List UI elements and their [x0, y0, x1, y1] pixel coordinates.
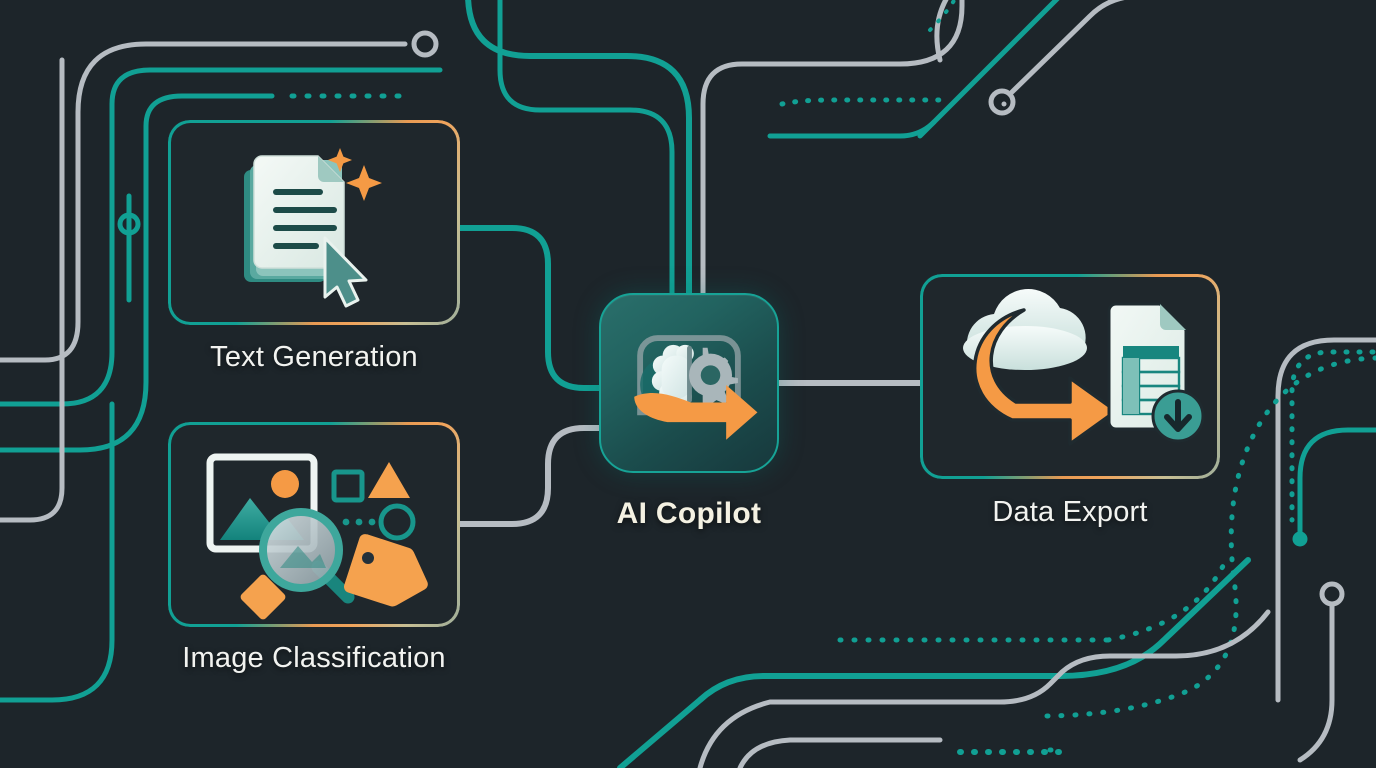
node-card-image-classification[interactable] — [168, 422, 460, 627]
card-artwork — [168, 120, 460, 325]
hub-artwork — [634, 335, 758, 440]
node-label-ai-copilot: AI Copilot — [616, 497, 762, 530]
node-label-image-classification: Image Classification — [182, 642, 446, 674]
connector-image-classification — [457, 425, 602, 527]
brain-gear-arrow-icon — [634, 335, 758, 440]
image-magnifier-shapes-icon — [206, 453, 428, 620]
node-card-data-export[interactable] — [920, 274, 1220, 479]
node-card-text-generation[interactable] — [168, 120, 460, 325]
document-sparkle-cursor-icon — [244, 148, 382, 308]
card-artwork — [168, 422, 460, 627]
connector-text-generation — [457, 225, 602, 391]
node-label-text-generation: Text Generation — [210, 341, 418, 373]
node-label-data-export: Data Export — [992, 496, 1148, 528]
card-artwork — [920, 274, 1220, 479]
node-card-ai-copilot[interactable] — [599, 293, 779, 473]
cloud-arrow-spreadsheet-download-icon — [963, 289, 1205, 446]
